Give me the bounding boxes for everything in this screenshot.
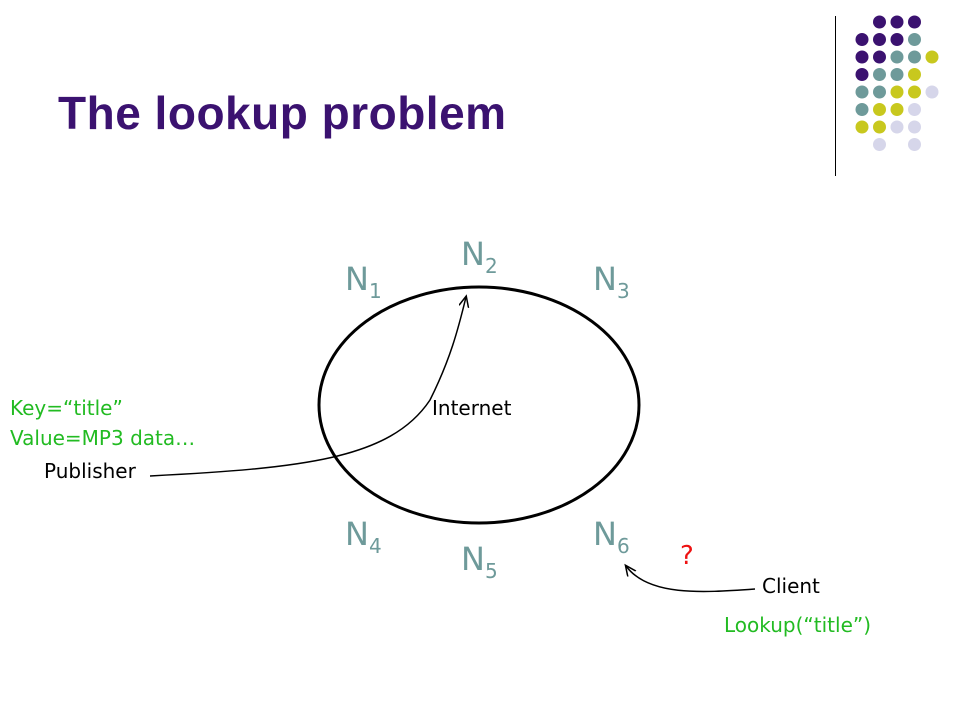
decorative-dot bbox=[855, 68, 869, 81]
decorative-dot bbox=[873, 33, 886, 46]
decorative-dot bbox=[908, 33, 921, 46]
node-n6-sub: 6 bbox=[616, 534, 630, 558]
node-n1-base: N bbox=[345, 260, 369, 298]
decorative-dot bbox=[855, 103, 869, 116]
decorative-dot bbox=[873, 50, 886, 64]
decorative-dot bbox=[855, 33, 869, 46]
decorative-dot bbox=[873, 68, 886, 81]
node-n3-base: N bbox=[593, 260, 617, 298]
decorative-dot bbox=[855, 85, 869, 99]
internet-ellipse bbox=[317, 285, 641, 525]
slide-title: The lookup problem bbox=[58, 87, 507, 139]
decorative-dot bbox=[890, 33, 904, 46]
decorative-dot bbox=[890, 15, 904, 29]
decorative-dot bbox=[873, 15, 886, 29]
client-label: Client bbox=[762, 574, 820, 598]
decorative-dot bbox=[890, 85, 904, 99]
node-n1-sub: 1 bbox=[368, 279, 382, 303]
publisher-value-text: Value=MP3 data… bbox=[10, 426, 196, 450]
decorative-dot bbox=[890, 50, 904, 64]
decorative-dot bbox=[925, 85, 939, 99]
node-n4-base: N bbox=[345, 515, 369, 553]
decorative-dot bbox=[908, 103, 921, 116]
node-n3: N3 bbox=[593, 263, 630, 301]
node-n5-base: N bbox=[461, 540, 485, 578]
decorative-dot bbox=[890, 120, 904, 134]
publish-arrow bbox=[149, 297, 466, 477]
node-n3-sub: 3 bbox=[616, 279, 630, 303]
node-n5: N5 bbox=[461, 543, 498, 581]
node-n2: N2 bbox=[461, 238, 498, 276]
node-n4-sub: 4 bbox=[368, 534, 382, 558]
node-n4: N4 bbox=[345, 518, 382, 556]
question-mark: ? bbox=[680, 541, 694, 571]
publisher-label: Publisher bbox=[44, 459, 136, 483]
node-n6: N6 bbox=[593, 518, 630, 556]
internet-label: Internet bbox=[432, 396, 512, 420]
decorative-dot bbox=[855, 120, 869, 134]
decorative-dot bbox=[908, 15, 921, 29]
decorative-dot bbox=[855, 50, 869, 64]
node-n2-base: N bbox=[461, 235, 485, 273]
node-n5-sub: 5 bbox=[484, 559, 498, 583]
decorative-dot bbox=[925, 50, 939, 64]
node-n2-sub: 2 bbox=[484, 254, 498, 278]
decorative-dot bbox=[908, 138, 921, 151]
decorative-dot bbox=[873, 85, 886, 99]
decorative-dot bbox=[890, 68, 904, 81]
client-lookup-text: Lookup(“title”) bbox=[724, 613, 872, 637]
decorative-dot bbox=[908, 50, 921, 64]
node-n1: N1 bbox=[345, 263, 382, 301]
decorative-dot bbox=[873, 138, 886, 151]
decorative-vertical-line bbox=[835, 16, 836, 176]
decorative-dot bbox=[908, 85, 921, 99]
decorative-dot bbox=[908, 68, 921, 81]
lookup-arrow bbox=[626, 566, 756, 593]
decorative-dot bbox=[908, 120, 921, 134]
publisher-key-text: Key=“title” bbox=[10, 396, 123, 420]
node-n6-base: N bbox=[593, 515, 617, 553]
decorative-dot bbox=[873, 120, 886, 134]
decorative-dot bbox=[890, 103, 904, 116]
decorative-dot bbox=[873, 103, 886, 116]
